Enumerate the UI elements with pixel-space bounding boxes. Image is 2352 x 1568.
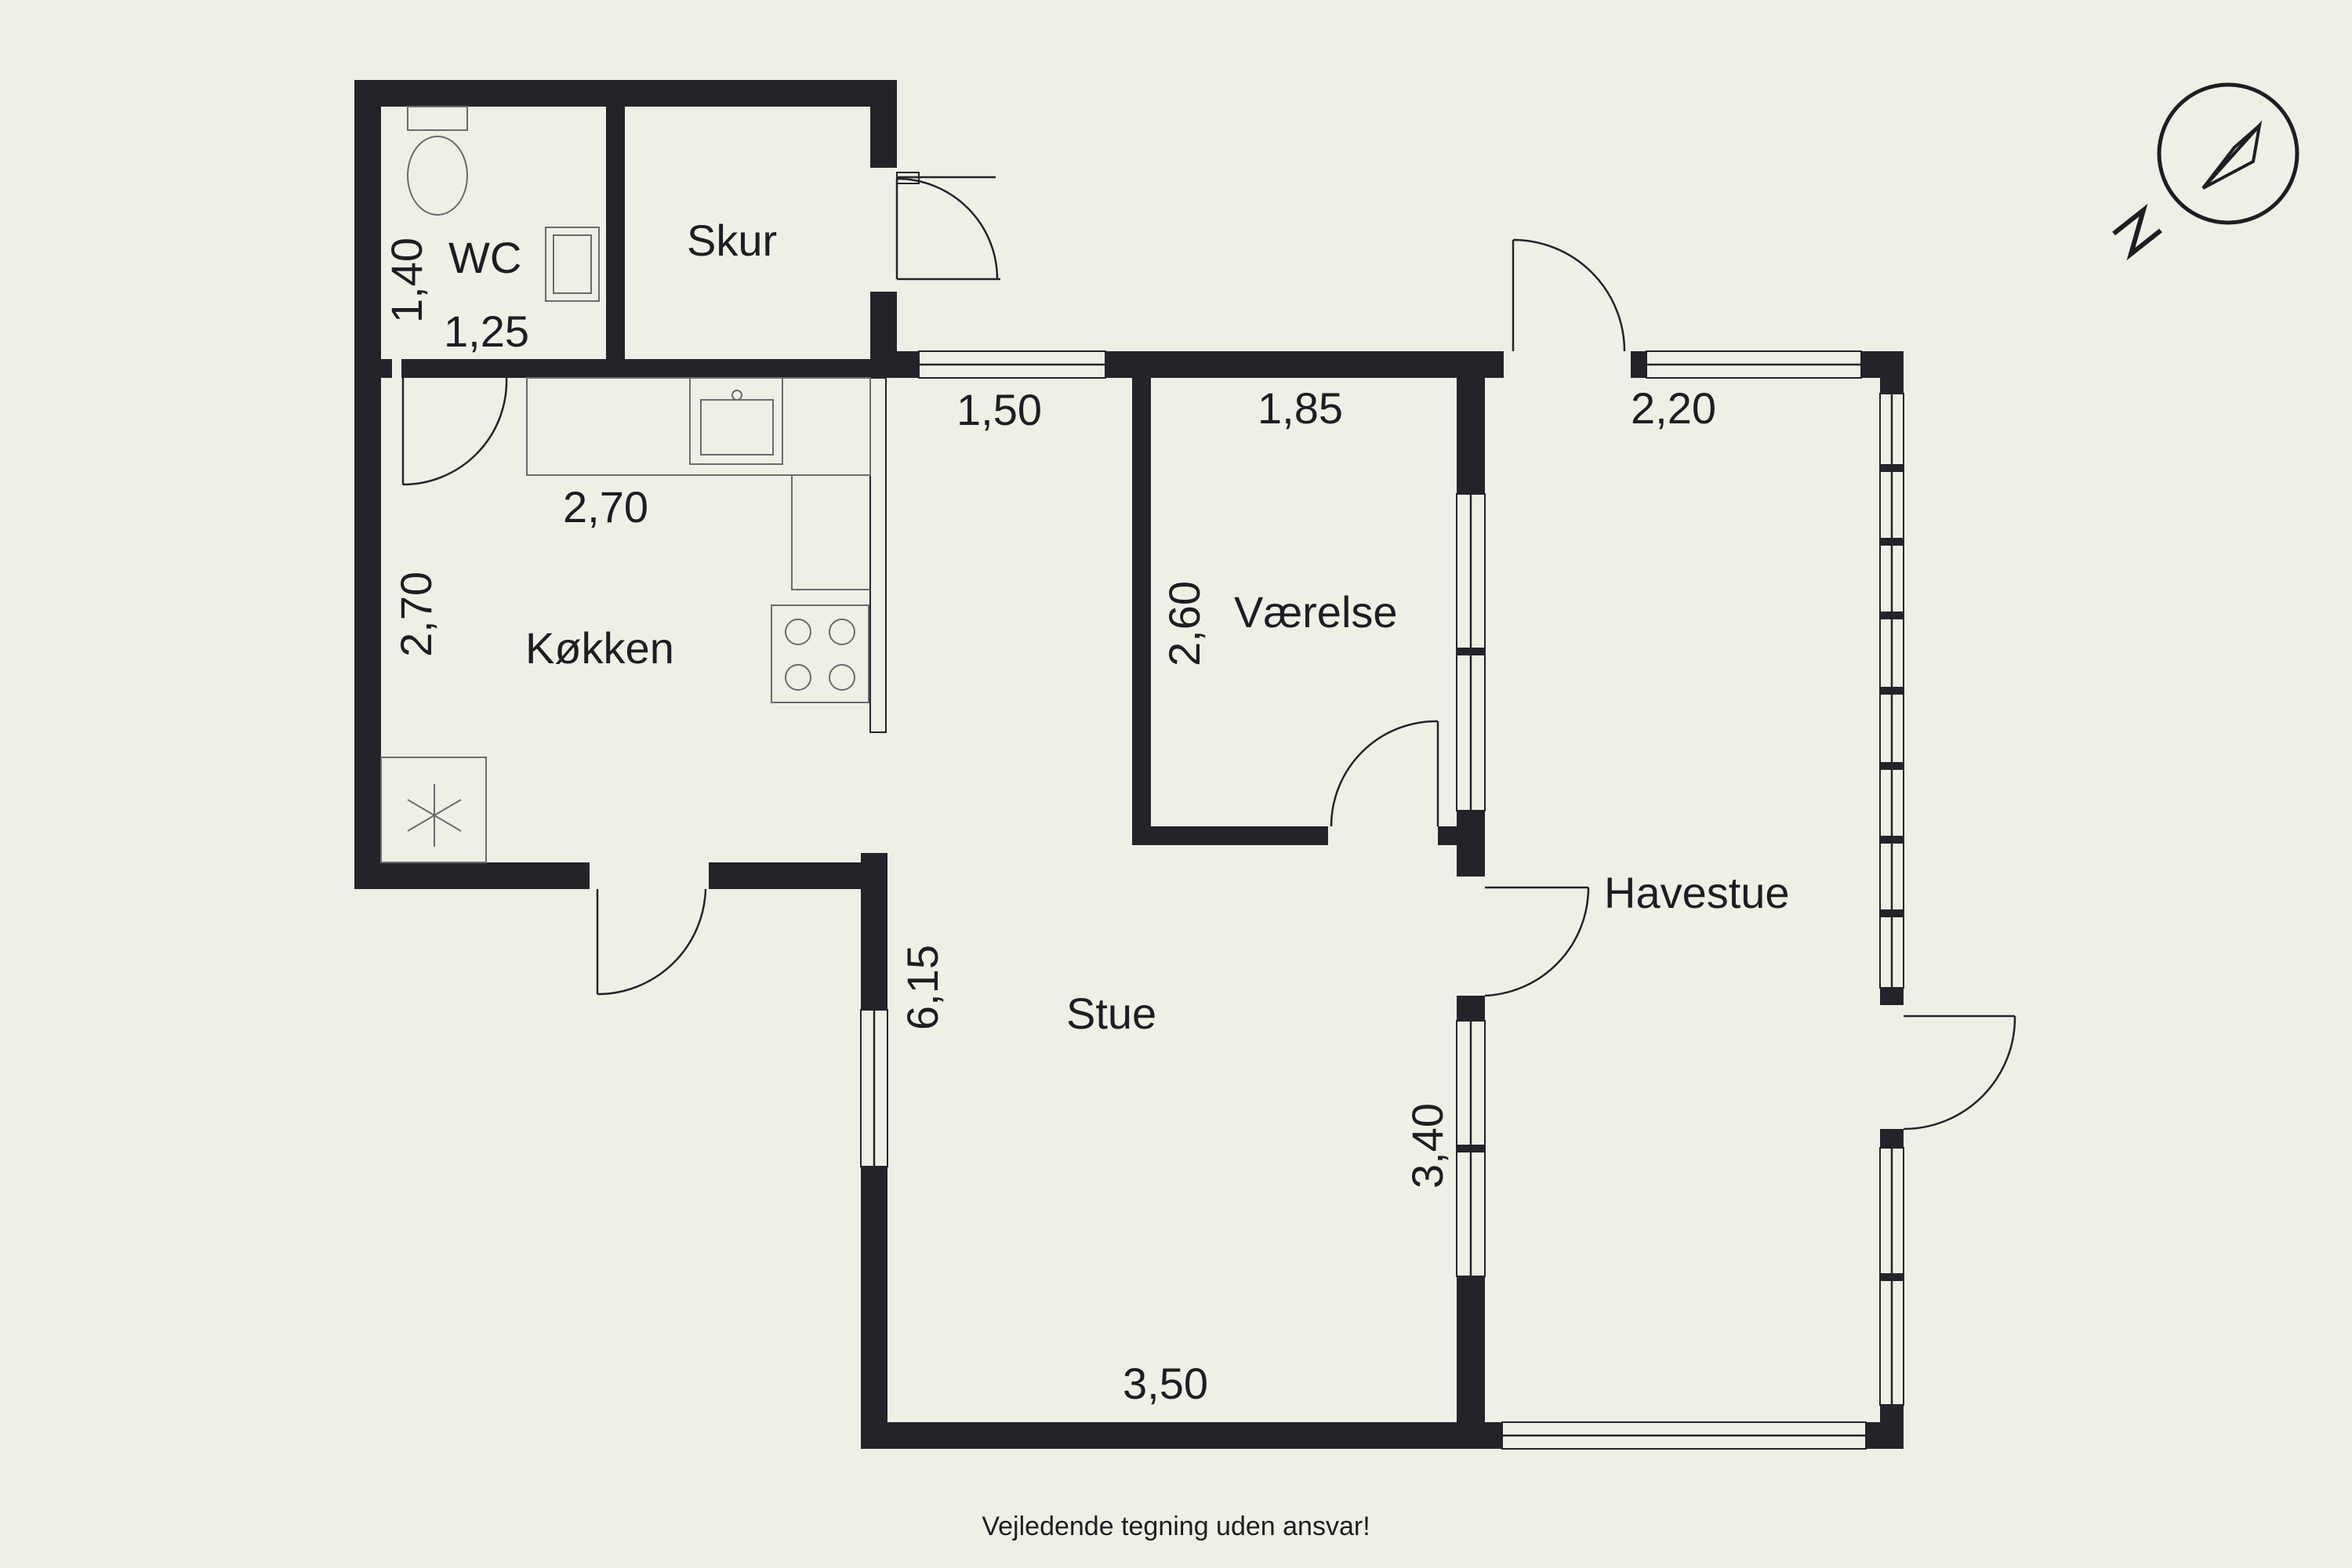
room-label-havestue: Havestue xyxy=(1604,868,1790,917)
dim-havestue-side: 3,40 xyxy=(1403,1103,1452,1189)
disclaimer-text: Vejledende tegning uden ansvar! xyxy=(982,1512,1370,1541)
room-label-wc: WC xyxy=(448,233,521,282)
dim-vaerelse-side: 2,60 xyxy=(1160,581,1209,666)
room-label-stue: Stue xyxy=(1066,989,1156,1038)
dim-stue-side: 6,15 xyxy=(898,945,947,1030)
walls xyxy=(354,80,1904,1449)
fixtures xyxy=(380,106,871,863)
room-label-vaerelse: Værelse xyxy=(1234,587,1398,637)
kitchen-sink-icon xyxy=(689,377,783,465)
dim-stue-bottom: 3,50 xyxy=(1123,1359,1208,1408)
dim-kitchen-top: 2,70 xyxy=(563,482,648,532)
dim-vaerelse-top: 1,85 xyxy=(1258,383,1343,433)
doors xyxy=(401,172,2016,1131)
stove-icon xyxy=(771,604,869,703)
dim-wc-height: 1,40 xyxy=(382,238,431,323)
room-label-kokken: Køkken xyxy=(525,623,674,673)
toilet-tank-icon xyxy=(407,106,468,131)
toilet-icon xyxy=(407,136,468,216)
wc-sink-icon xyxy=(545,227,600,302)
windows xyxy=(860,350,1904,1450)
counter xyxy=(526,377,871,476)
window-kitchen-partition xyxy=(869,377,887,733)
dim-havestue-top: 2,20 xyxy=(1631,383,1716,433)
dim-hall-top: 1,50 xyxy=(956,385,1042,434)
dim-wc-width: 1,25 xyxy=(444,307,529,356)
compass-icon xyxy=(2112,82,2299,261)
north-label xyxy=(2112,203,2162,261)
freezer-icon xyxy=(380,757,487,863)
dim-kitchen-side: 2,70 xyxy=(391,572,441,657)
room-label-skur: Skur xyxy=(687,216,777,265)
